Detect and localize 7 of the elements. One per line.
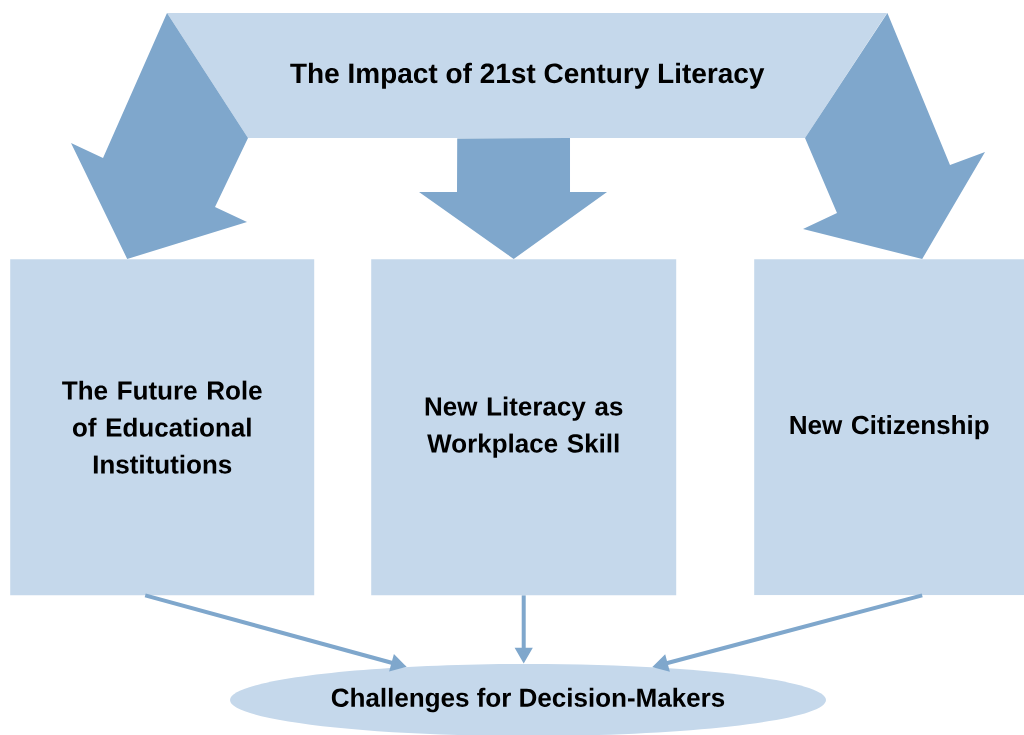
block-arrow bbox=[419, 138, 607, 259]
topic-box: The Future Role of Educational Institutions bbox=[10, 259, 315, 596]
title-banner: The Impact of 21st Century Literacy bbox=[167, 13, 887, 138]
topic-box: New Citizenship bbox=[754, 259, 1024, 596]
topic-box: New Literacy as Workplace Skill bbox=[371, 259, 677, 596]
block-arrow bbox=[803, 13, 985, 259]
block-arrow bbox=[71, 13, 248, 259]
